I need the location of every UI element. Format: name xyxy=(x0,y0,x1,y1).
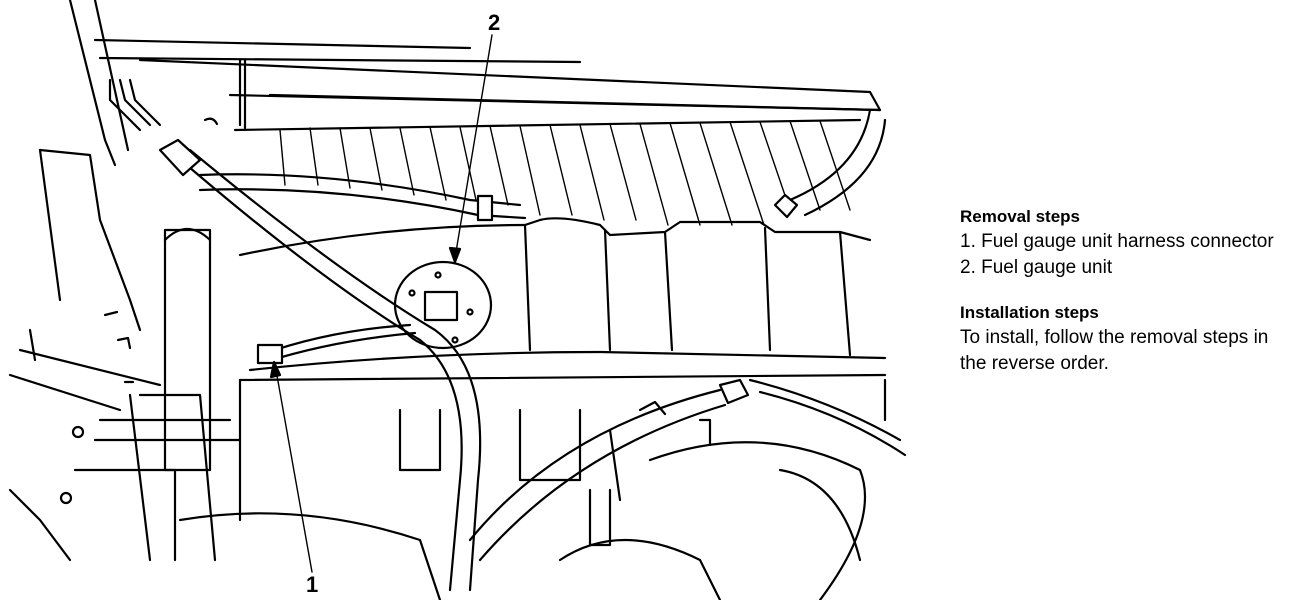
removal-step-2: 2. Fuel gauge unit xyxy=(960,257,1113,278)
removal-steps-heading: Removal steps xyxy=(960,207,1080,226)
leader-lines xyxy=(269,34,493,573)
fuel-gauge-unit xyxy=(393,260,493,350)
removal-step-1: 1. Fuel gauge unit harness connector xyxy=(960,231,1274,252)
installation-steps-text: To install, follow the removal steps in … xyxy=(960,327,1269,374)
installation-steps-heading: Installation steps xyxy=(960,303,1099,322)
removal-steps-list: 1. Fuel gauge unit harness connector 2. … xyxy=(960,229,1300,281)
lower-crossmember xyxy=(178,378,907,600)
fuel-tank-illustration xyxy=(8,0,907,600)
frame-and-shock xyxy=(8,0,242,562)
fuel-tank xyxy=(238,217,887,422)
instructions-panel: Removal steps 1. Fuel gauge unit harness… xyxy=(960,205,1300,377)
harness-wires xyxy=(256,323,417,365)
floor-ribs xyxy=(279,120,851,226)
callout-item-1: 1 xyxy=(306,572,319,597)
callout-item-2: 2 xyxy=(488,10,501,35)
floor-panel xyxy=(93,38,882,132)
